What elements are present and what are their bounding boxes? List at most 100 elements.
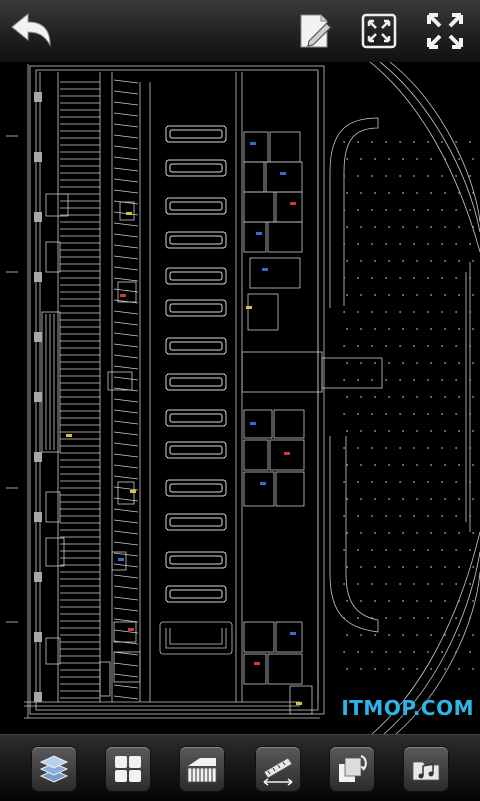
file-browser-button[interactable] [404, 747, 448, 791]
column-dot [385, 651, 388, 653]
column-dot [402, 192, 405, 194]
column-dot [458, 226, 461, 228]
column-dot [357, 549, 360, 551]
column-dot [374, 328, 377, 330]
column-dot [399, 209, 402, 211]
hatch-line [113, 530, 139, 535]
layouts-button[interactable] [106, 747, 150, 791]
column-dot [374, 634, 377, 636]
edit-button[interactable] [292, 8, 338, 54]
column-dot [458, 634, 461, 636]
column-dot [346, 226, 349, 228]
column-dot [458, 600, 461, 602]
hatch-line [113, 574, 139, 579]
column-dot [399, 311, 402, 313]
column-dot [374, 600, 377, 602]
keyboard-view-button[interactable] [180, 747, 224, 791]
column-dot [371, 209, 374, 211]
column-dot [346, 328, 349, 330]
column-dot [402, 260, 405, 262]
colored-layer-mark [280, 172, 286, 175]
column-dot [430, 192, 433, 194]
column-dot [469, 617, 472, 619]
column-dot [472, 260, 475, 262]
column-dot [346, 498, 349, 500]
hatch-line [113, 651, 139, 656]
column-dot [402, 600, 405, 602]
column-dot [388, 294, 391, 296]
gate-inner-outline [169, 413, 223, 423]
column-dot [360, 498, 363, 500]
gate-inner-outline [169, 201, 223, 211]
column-dot [469, 379, 472, 381]
hatch-line [113, 101, 139, 106]
column-dot [472, 668, 475, 670]
hatch-line [113, 277, 139, 282]
column-dot [469, 243, 472, 245]
piano-keys-icon [187, 758, 217, 783]
column-dot [360, 566, 363, 568]
column-dot [441, 141, 444, 143]
column-dot [388, 668, 391, 670]
column-dot [388, 192, 391, 194]
column-dot [455, 379, 458, 381]
column-dot [371, 243, 374, 245]
cad-drawing-canvas[interactable]: ITMOP.COM [0, 62, 480, 734]
back-button[interactable] [8, 8, 54, 54]
fullscreen-button[interactable] [422, 8, 468, 54]
column-dot [413, 447, 416, 449]
column-dot [371, 379, 374, 381]
hatch-line [113, 431, 139, 436]
hatch-line [113, 519, 139, 524]
fit-screen-button[interactable] [356, 8, 402, 54]
column-dot [455, 175, 458, 177]
layers-icon [39, 755, 69, 783]
column-dot [416, 566, 419, 568]
gate-inner-outline [169, 163, 223, 173]
gate-inner-outline [169, 589, 223, 599]
hatch-line [113, 387, 139, 392]
column-dot [441, 583, 444, 585]
column-dot [402, 668, 405, 670]
column-dot [455, 549, 458, 551]
column-dot [388, 464, 391, 466]
column-dot [346, 362, 349, 364]
measure-button[interactable] [256, 747, 300, 791]
column-dot [360, 668, 363, 670]
column-dot [472, 430, 475, 432]
column-dot [399, 481, 402, 483]
column-dot [388, 430, 391, 432]
column-dot [343, 481, 346, 483]
gate-outline [165, 441, 227, 459]
gate-outline [165, 231, 227, 249]
column-dot [399, 617, 402, 619]
column-dot [455, 413, 458, 415]
column-dot [455, 583, 458, 585]
column-dot [385, 209, 388, 211]
column-dot [444, 634, 447, 636]
column-dot [472, 226, 475, 228]
measure-icon [263, 757, 293, 786]
column-dot [343, 413, 346, 415]
column-dot [413, 515, 416, 517]
column-dot [402, 328, 405, 330]
column-dot [458, 430, 461, 432]
hatch-line [113, 134, 139, 139]
copy-rotate-button[interactable] [330, 747, 374, 791]
column-dot [472, 634, 475, 636]
colored-layer-mark [290, 632, 296, 635]
column-dot [472, 464, 475, 466]
column-dot [413, 583, 416, 585]
column-dot [458, 192, 461, 194]
column-dot [444, 396, 447, 398]
column-dot [360, 294, 363, 296]
column-dot [346, 396, 349, 398]
gate-inner-outline [169, 235, 223, 245]
gate-outline [165, 585, 227, 603]
colored-layer-mark [118, 558, 124, 561]
hatch-line [113, 299, 139, 304]
column-dot [469, 413, 472, 415]
column-dot [357, 651, 360, 653]
layers-button[interactable] [32, 747, 76, 791]
column-dot [455, 481, 458, 483]
